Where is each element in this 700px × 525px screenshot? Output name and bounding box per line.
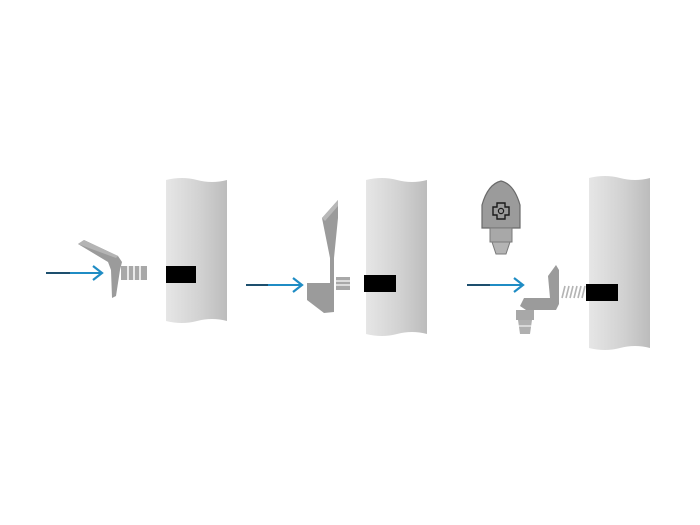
step-2-upright-bracket [307,200,350,313]
step-1-slot [166,266,196,283]
step-2 [246,178,427,336]
step-1-arrow [46,265,104,281]
step-3-l-bracket [516,265,559,334]
step-2-panel [364,178,427,336]
step-3-panel [586,176,650,350]
step-1-panel [166,178,227,323]
step-2-arrow [246,277,304,293]
cross-socket-icon [492,202,510,220]
step-3-arrow [467,277,525,293]
step-3-spring [561,285,586,299]
step-1 [46,178,227,323]
step-1-angled-bracket [78,240,147,298]
step-3-knob [481,180,521,255]
step-2-slot [364,275,396,292]
step-3-slot [586,284,618,301]
step-3 [467,176,650,350]
